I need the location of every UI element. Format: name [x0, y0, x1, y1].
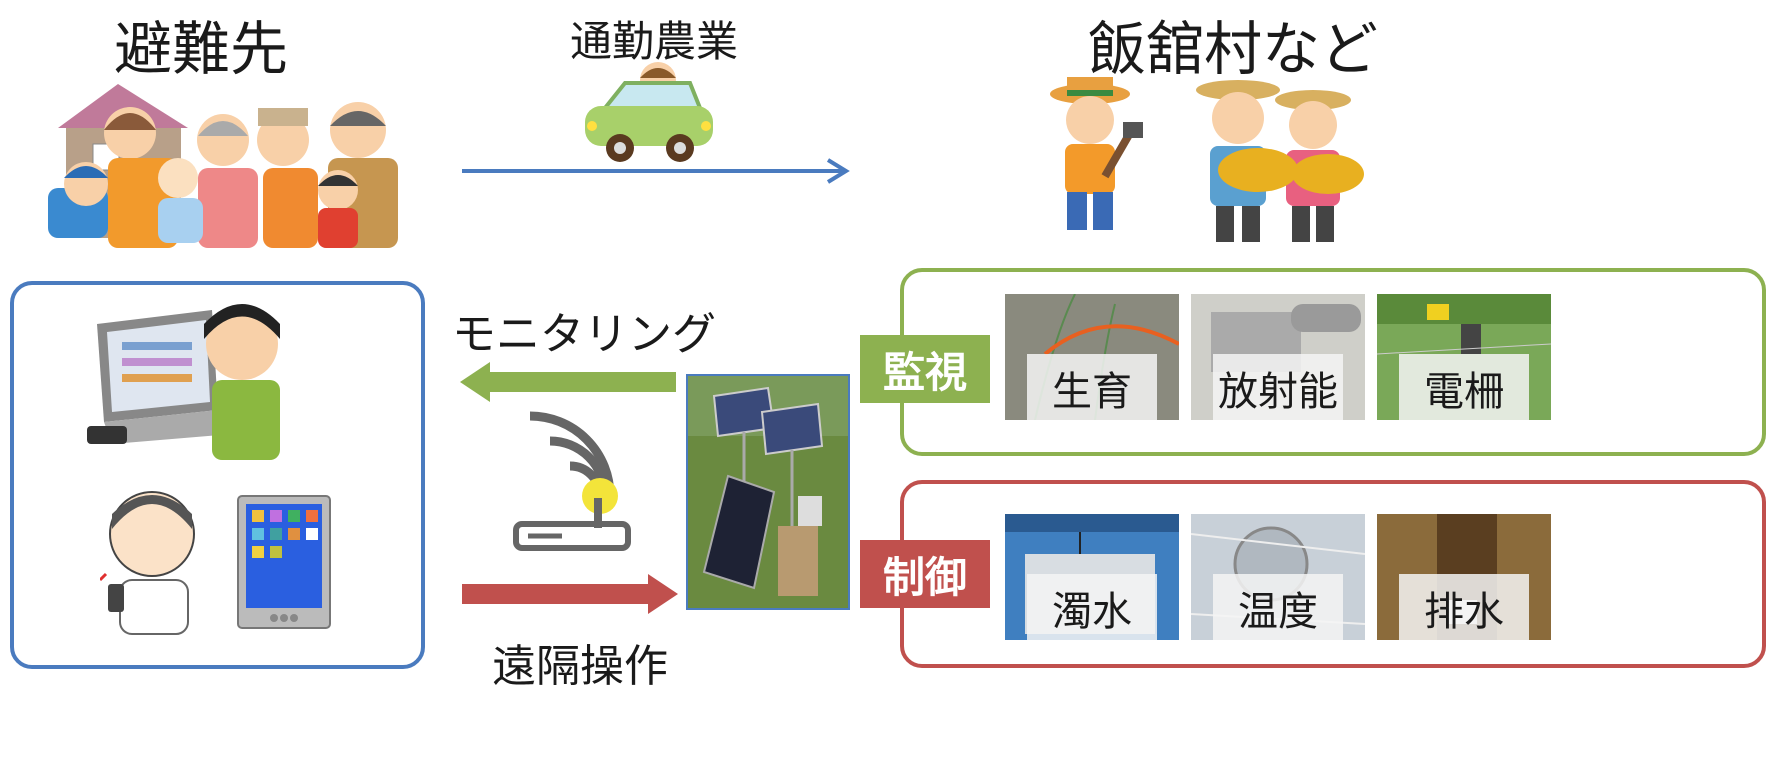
smartphone-user-illustration	[100, 484, 200, 636]
tablet-illustration	[236, 494, 332, 630]
monitor-label-growth: 生育	[1027, 354, 1157, 420]
wifi-router-icon	[510, 410, 640, 552]
car-illustration	[580, 58, 715, 166]
remote-user-panel	[10, 281, 425, 669]
remote-operation-label: 遠隔操作	[492, 641, 668, 692]
elderly-farmers-illustration	[1188, 70, 1373, 246]
laptop-user-illustration	[82, 294, 282, 464]
monitoring-label: モニタリング	[452, 309, 716, 360]
solar-station-photo	[686, 374, 850, 610]
control-label-temperature: 温度	[1213, 574, 1343, 640]
title-commute: 通勤農業	[570, 17, 739, 66]
monitor-label-radiation: 放射能	[1213, 354, 1343, 420]
farmer-illustration	[1045, 72, 1153, 240]
control-photo-temperature: 温度	[1191, 514, 1365, 640]
commute-arrow	[462, 158, 852, 184]
monitor-photo-growth: 生育	[1005, 294, 1179, 420]
family-illustration	[38, 78, 414, 258]
control-photo-drainage: 排水	[1377, 514, 1551, 640]
monitor-photo-fence: 電柵	[1377, 294, 1551, 420]
monitor-photo-radiation: 放射能	[1191, 294, 1365, 420]
control-label-turbidity: 濁水	[1027, 574, 1157, 640]
control-photo-turbidity: 濁水	[1005, 514, 1179, 640]
remote-operation-arrow	[462, 574, 678, 614]
title-village: 飯舘村など	[1088, 15, 1379, 83]
monitoring-tag: 監視	[860, 335, 990, 403]
control-tag: 制御	[860, 540, 990, 608]
monitoring-arrow	[460, 362, 676, 402]
control-label-drainage: 排水	[1399, 574, 1529, 640]
title-evacuation: 避難先	[114, 15, 289, 83]
monitor-label-fence: 電柵	[1399, 354, 1529, 420]
